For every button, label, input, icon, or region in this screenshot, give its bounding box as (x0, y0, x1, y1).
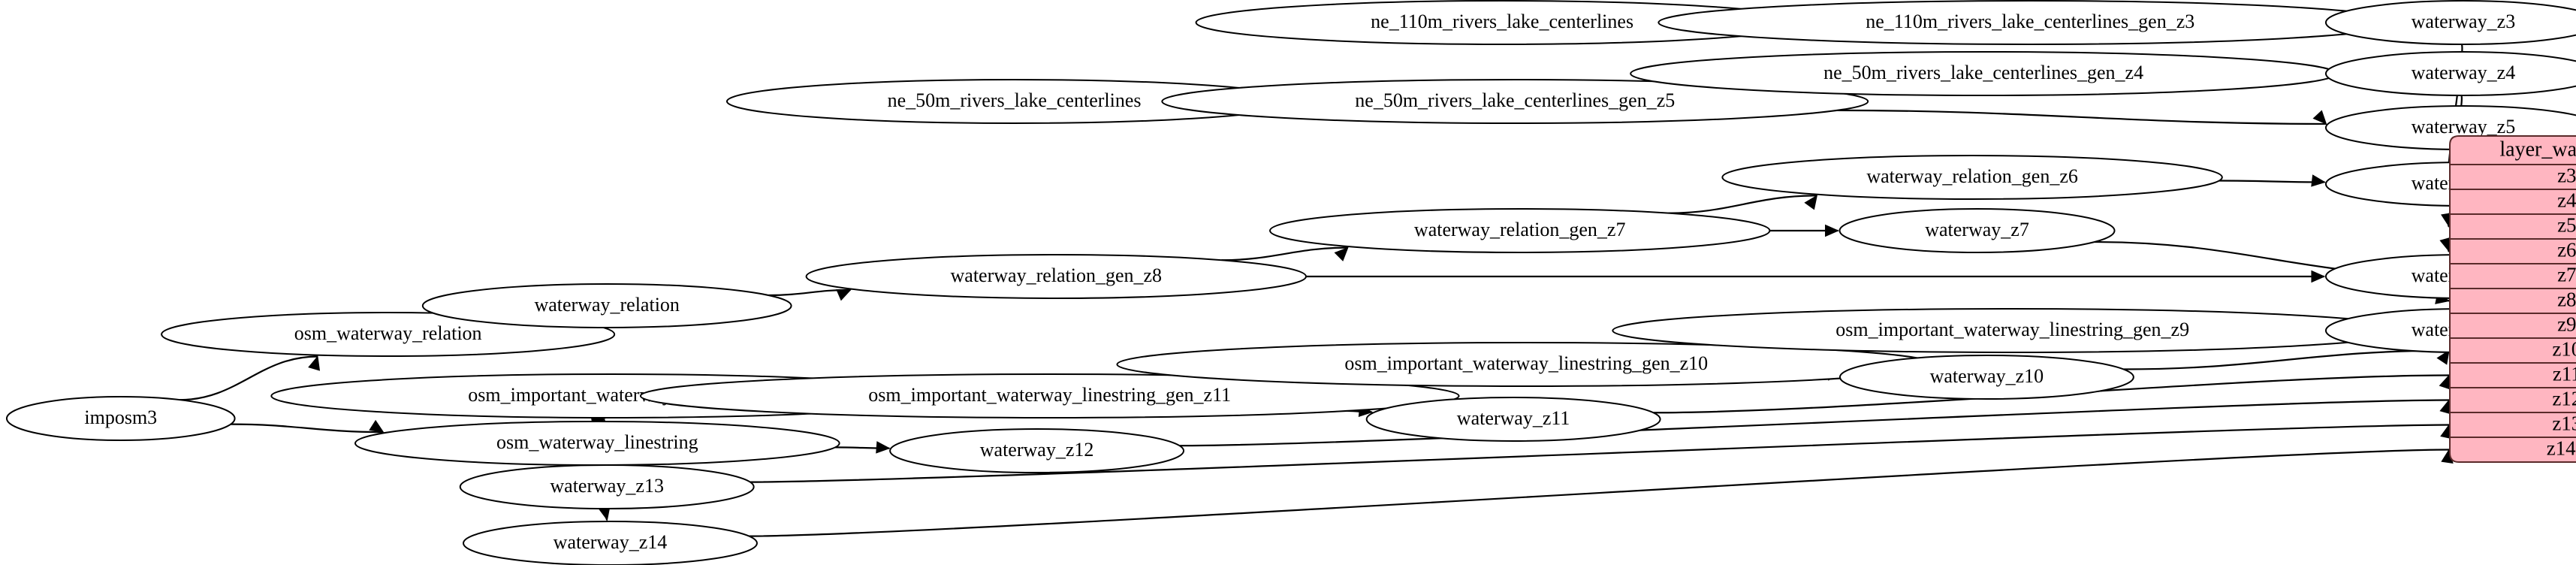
node-ellipse (1838, 355, 2134, 400)
node-label: waterway_relation_gen_z8 (951, 264, 1163, 286)
edge-arrowhead (2312, 110, 2327, 125)
graph-edge (1179, 399, 2450, 447)
graph-node-ne_50m_rivers_lake_centerlines_gen_z5[interactable]: ne_50m_rivers_lake_centerlines_gen_z5 (1161, 79, 1869, 124)
edge-arrowhead (1334, 246, 1349, 261)
node-ellipse (1365, 397, 1661, 442)
edge-arrowhead (308, 355, 321, 371)
graph-node-osm_important_waterway_linestring_gen_z9[interactable]: osm_important_waterway_linestring_gen_z9 (1612, 308, 2414, 353)
node-ellipse (463, 521, 758, 565)
node-label: waterway_z4 (2412, 62, 2516, 83)
edge-arrowhead (2439, 374, 2451, 390)
node-label: waterway_z13 (550, 475, 664, 497)
graph-node-waterway_z3[interactable]: waterway_z3 (2325, 0, 2576, 45)
node-ellipse (1838, 208, 2116, 253)
node-label: imposm3 (84, 406, 157, 428)
graph-edge (2219, 180, 2325, 183)
record-row-z10[interactable]: z10 (2552, 338, 2576, 361)
record-row-z14+[interactable]: z14+ (2547, 437, 2576, 460)
node-label: ne_50m_rivers_lake_centerlines_gen_z5 (1355, 89, 1675, 111)
graph-node-ne_50m_rivers_lake_centerlines_gen_z4[interactable]: ne_50m_rivers_lake_centerlines_gen_z4 (1630, 51, 2338, 96)
node-label: waterway_z10 (1930, 365, 2044, 387)
node-label: osm_waterway_relation (294, 322, 482, 344)
node-label: osm_important_waterway_linestring_gen_z9 (1835, 319, 2189, 340)
record-row-z7[interactable]: z7 (2557, 264, 2576, 286)
node-label: ne_50m_rivers_lake_centerlines (888, 89, 1142, 111)
graph-node-waterway_z12[interactable]: waterway_z12 (889, 428, 1185, 473)
graph-edge (1836, 109, 2327, 125)
record-row-z13[interactable]: z13 (2552, 412, 2576, 435)
graph-edge (2123, 349, 2450, 370)
node-ellipse (1268, 208, 1771, 253)
record-row-z3[interactable]: z3 (2557, 165, 2576, 187)
graph-edge (750, 424, 2450, 483)
graph-node-waterway_z13[interactable]: waterway_z13 (459, 464, 755, 509)
graph-edge (231, 423, 384, 434)
graph-node-waterway_relation_gen_z8[interactable]: waterway_relation_gen_z8 (805, 254, 1308, 299)
edge-arrowhead (1825, 224, 1839, 237)
node-label: waterway_z14 (554, 531, 668, 553)
node-label: waterway_z3 (2412, 11, 2516, 32)
graph-node-osm_waterway_linestring[interactable]: osm_waterway_linestring (354, 421, 840, 466)
graph-node-osm_important_waterway_linestring_gen_z10[interactable]: osm_important_waterway_linestring_gen_z1… (1116, 342, 1937, 387)
nodes-layer: imposm3 osm_waterway_relation osm_waterway… (5, 0, 2576, 565)
graph-node-waterway_relation_gen_z6[interactable]: waterway_relation_gen_z6 (1721, 155, 2223, 200)
graph-node-imposm3[interactable]: imposm3 (5, 396, 236, 441)
graph-node-waterway_relation[interactable]: waterway_relation (421, 283, 792, 328)
node-label: osm_important_waterway_linestring_gen_z1… (868, 384, 1231, 406)
graph-node-waterway_relation_gen_z7[interactable]: waterway_relation_gen_z7 (1268, 208, 1771, 253)
node-ellipse (459, 464, 755, 509)
graph-node-waterway_z7[interactable]: waterway_z7 (1838, 208, 2116, 253)
record-outer-frame (2449, 135, 2576, 463)
node-label: ne_110m_rivers_lake_centerlines_gen_z3 (1866, 11, 2194, 32)
record-row-z5[interactable]: z5 (2557, 214, 2576, 237)
edge-arrowhead (2436, 349, 2450, 365)
node-label: ne_50m_rivers_lake_centerlines_gen_z4 (1823, 62, 2143, 83)
node-ellipse (889, 428, 1185, 473)
node-label: waterway_z11 (1457, 407, 1570, 429)
node-label: waterway_z7 (1925, 219, 2029, 240)
graph-node-ne_110m_rivers_lake_centerlines_gen_z3[interactable]: ne_110m_rivers_lake_centerlines_gen_z3 (1658, 0, 2403, 45)
graph-node-waterway_z4[interactable]: waterway_z4 (2325, 51, 2576, 96)
node-ellipse (1721, 155, 2223, 200)
edge-arrowhead (2311, 174, 2326, 187)
node-label: osm_important_waterway_linestring_gen_z1… (1344, 352, 1708, 374)
node-label: ne_110m_rivers_lake_centerlines (1371, 11, 1633, 32)
node-ellipse (2325, 51, 2576, 96)
node-ellipse (2325, 0, 2576, 45)
graph-node-osm_important_waterway_linestring_gen_z11[interactable]: osm_important_waterway_linestring_gen_z1… (639, 373, 1460, 418)
record-row-z11[interactable]: z11 (2553, 363, 2576, 385)
graph-edge (1668, 195, 1817, 214)
node-label: waterway_z5 (2412, 116, 2516, 137)
node-ellipse (421, 283, 792, 328)
edge-arrowhead (2311, 270, 2326, 283)
node-label: waterway_z12 (980, 439, 1094, 461)
graph-edge (179, 355, 318, 401)
node-label: osm_waterway_linestring (496, 431, 698, 453)
record-row-z8[interactable]: z8 (2557, 289, 2576, 311)
node-label: waterway_relation_gen_z7 (1414, 219, 1626, 240)
node-ellipse (639, 373, 1460, 418)
node-label: waterway_relation (534, 294, 679, 316)
record-row-z4[interactable]: z4 (2557, 189, 2576, 212)
graph-edge (749, 449, 2450, 537)
record-title-label: layer_waterway (2499, 137, 2576, 161)
edge-arrowhead (876, 441, 891, 454)
graph-node-waterway_z14[interactable]: waterway_z14 (463, 521, 758, 565)
node-ellipse (1161, 79, 1869, 124)
graph-node-waterway_z11[interactable]: waterway_z11 (1365, 397, 1661, 442)
node-ellipse (5, 396, 236, 441)
graph-edge (1221, 246, 1348, 261)
graph-node-waterway_z10[interactable]: waterway_z10 (1838, 355, 2134, 400)
edge-arrowhead (1804, 195, 1818, 210)
edge-arrowhead (836, 289, 852, 301)
record-row-z6[interactable]: z6 (2557, 239, 2576, 261)
record-row-z12[interactable]: z12 (2552, 388, 2576, 410)
edge-arrowhead (369, 419, 385, 433)
record-row-z9[interactable]: z9 (2557, 313, 2576, 336)
node-label: waterway_relation_gen_z6 (1866, 165, 2078, 187)
node-ellipse (805, 254, 1308, 299)
